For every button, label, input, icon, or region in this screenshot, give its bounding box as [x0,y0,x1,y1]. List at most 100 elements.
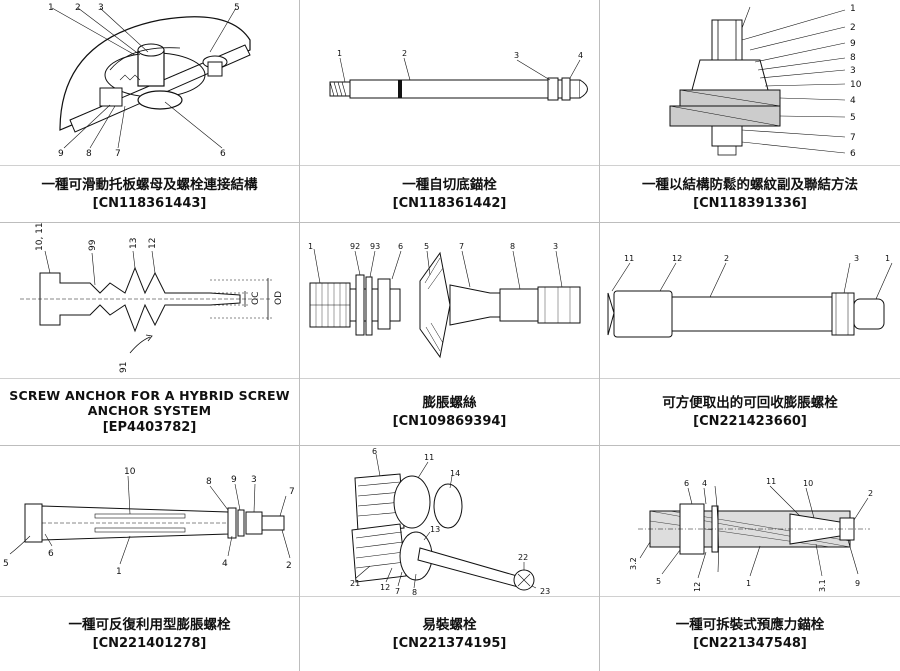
patent-number[interactable]: [CN118361442] [392,195,507,211]
label: 5 [850,113,856,123]
label: 22 [518,553,528,562]
patent-number[interactable]: [CN221423660] [693,413,807,429]
patent-drawing-5: 1 92 93 6 5 7 8 3 [300,223,599,378]
label: 10 [850,80,862,90]
label: 11 [424,453,434,462]
patent-card-7[interactable]: 10 8 9 3 7 5 6 1 4 2 一種可反復利用型膨脹螺栓 [CN221… [0,446,300,671]
label: 1 [116,567,122,577]
label: 1 [850,4,856,14]
label: 93 [370,242,380,251]
patent-number[interactable]: [CN118361443] [92,195,207,211]
label: 10 [124,467,136,477]
label: 3 [553,242,558,251]
label: 2 [75,3,81,13]
patent-card-3[interactable]: 1 2 9 8 3 10 4 5 7 6 一種以結構防鬆的螺紋副及聯結方法 [C… [600,0,900,223]
label: OD [274,291,284,305]
label: 3 [251,475,257,485]
patent-title: 膨脹螺絲 [422,394,477,411]
patent-number[interactable]: [CN221347548] [693,635,807,651]
label: 2 [402,49,407,58]
label: 3.2 [629,557,638,570]
patent-title: 一種可反復利用型膨脹螺栓 [68,616,231,633]
label: 10, 11 [35,223,45,251]
label: 6 [48,549,54,559]
patent-title: SCREW ANCHOR FOR A HYBRID SCREW ANCHOR S… [9,388,290,418]
label: 3.1 [818,579,827,592]
label: 12 [380,583,390,592]
label: 1 [308,242,313,251]
label: 9 [58,149,64,159]
patent-card-9[interactable]: 6 4 11 10 2 3.2 5 12 1 3.1 9 一種可拆裝式預應力錨栓… [600,446,900,671]
patent-drawing-3: 1 2 9 8 3 10 4 5 7 6 [600,0,900,165]
patent-caption-1: 一種可滑動托板螺母及螺栓連接結構 [CN118361443] [0,165,299,222]
label: 8 [412,588,417,596]
label: 7 [289,487,295,497]
patent-title: 一種以結構防鬆的螺紋副及聯結方法 [642,176,858,193]
label: 5 [656,577,661,586]
label: 5 [424,242,429,251]
label: 2 [868,489,873,498]
patent-drawing-4: 10, 11 99 13 12 OC OD 91 [0,223,299,378]
label: 2 [286,561,292,571]
patent-card-1[interactable]: 1 2 3 5 9 8 7 6 一種可滑動托板螺母及螺栓連接結構 [CN1183… [0,0,300,223]
label: 12 [148,238,158,249]
patent-number[interactable]: [CN221374195] [392,635,507,651]
label: 3 [514,51,519,60]
label: 11 [766,477,776,486]
label: 1 [885,254,890,263]
patent-card-6[interactable]: 11 12 2 3 1 可方便取出的可回收膨脹螺栓 [CN221423660] [600,223,900,446]
patent-caption-8: 易裝螺栓 [CN221374195] [300,596,599,671]
label: 8 [850,53,856,63]
patent-title: 一種可滑動托板螺母及螺栓連接結構 [41,176,258,193]
patent-title: 易裝螺栓 [422,616,477,633]
patent-card-5[interactable]: 1 92 93 6 5 7 8 3 膨脹螺絲 [CN109869394] [300,223,600,446]
label: OC [251,292,261,305]
label: 9 [850,39,856,49]
label: 12 [693,582,702,592]
patent-number[interactable]: [EP4403782] [102,420,197,435]
patent-caption-5: 膨脹螺絲 [CN109869394] [300,378,599,445]
patent-caption-4: SCREW ANCHOR FOR A HYBRID SCREW ANCHOR S… [0,378,299,445]
label: 14 [450,469,460,478]
patent-title: 一種自切底錨栓 [402,176,497,193]
label: 1 [746,579,751,588]
patent-card-8[interactable]: 6 11 14 13 21 12 7 8 22 23 易裝螺栓 [CN22137… [300,446,600,671]
patent-number[interactable]: [CN221401278] [92,635,207,651]
patent-number[interactable]: [CN109869394] [392,413,507,429]
patent-caption-3: 一種以結構防鬆的螺紋副及聯結方法 [CN118391336] [600,165,900,222]
label: 6 [398,242,403,251]
patent-card-4[interactable]: 10, 11 99 13 12 OC OD 91 SCREW ANCHOR FO… [0,223,300,446]
label: 4 [578,51,583,60]
label: 8 [86,149,92,159]
label: 2 [850,23,856,33]
patent-title: 一種可拆裝式預應力錨栓 [675,616,825,633]
label: 9 [231,475,237,485]
patent-caption-9: 一種可拆裝式預應力錨栓 [CN221347548] [600,596,900,671]
label: 99 [88,239,98,251]
label: 9 [855,579,860,588]
patent-caption-6: 可方便取出的可回收膨脹螺栓 [CN221423660] [600,378,900,445]
label: 1 [48,3,54,13]
label: 11 [624,254,634,263]
label: 7 [115,149,121,159]
patent-drawing-2: 1 2 3 4 [300,0,599,165]
label: 5 [234,3,240,13]
label: 91 [119,362,129,373]
label: 7 [459,242,464,251]
patent-number[interactable]: [CN118391336] [693,195,807,211]
label: 6 [684,479,689,488]
label: 13 [430,525,440,534]
patent-card-2[interactable]: 1 2 3 4 一種自切底錨栓 [CN118361442] [300,0,600,223]
patent-title: 可方便取出的可回收膨脹螺栓 [662,394,838,411]
label: 10 [803,479,813,488]
label: 23 [540,587,550,596]
label: 92 [350,242,360,251]
label: 13 [129,238,139,249]
label: 6 [850,149,856,159]
label: 6 [372,447,377,456]
label: 3 [850,66,856,76]
label: 4 [850,96,856,106]
patent-drawing-1: 1 2 3 5 9 8 7 6 [0,0,299,165]
label: 2 [724,254,729,263]
label: 4 [222,559,228,569]
